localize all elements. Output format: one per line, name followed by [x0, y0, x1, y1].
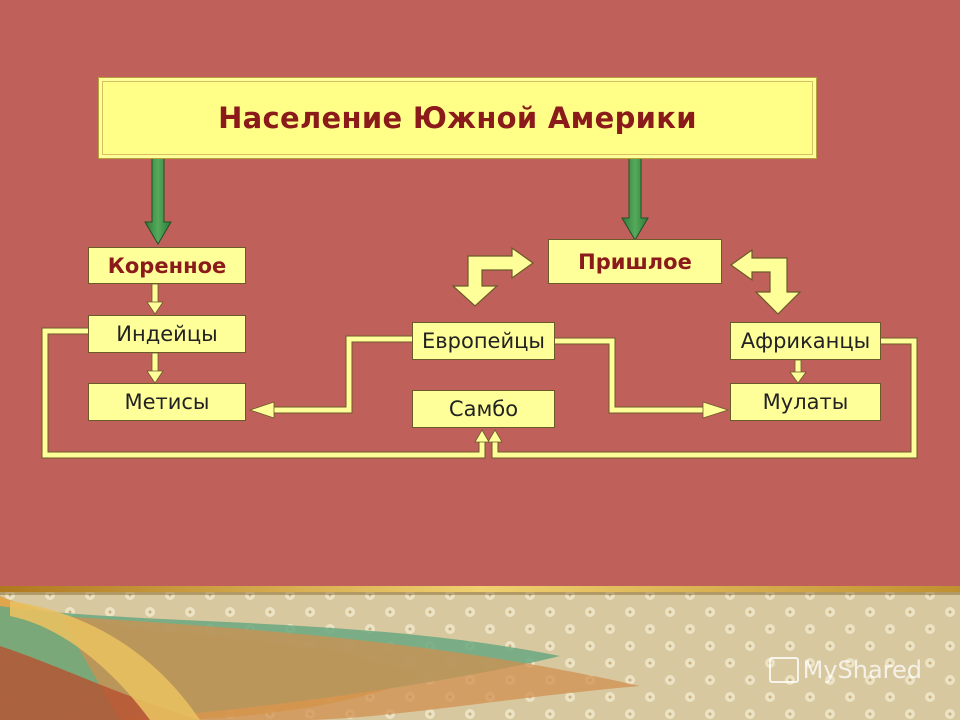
node-sambo-label: Самбо [448, 397, 519, 421]
line-evropeitsy-to-metisy [272, 335, 413, 414]
node-indeitsy-label: Индейцы [116, 322, 218, 346]
arrow-korennoe-to-indeitsy [146, 283, 164, 315]
node-korennoe-label: Коренное [107, 253, 227, 278]
watermark: MyShared [768, 656, 922, 684]
arrow-title-to-prishloe [621, 156, 649, 241]
node-evropeitsy: Европейцы [412, 322, 555, 360]
node-metisy: Метисы [88, 383, 246, 421]
bent-arrow-to-afrikantsy [729, 248, 802, 315]
bent-arrow-to-evropeitsy [451, 246, 535, 307]
node-evropeitsy-label: Европейцы [422, 329, 545, 353]
arrowhead-metisy [248, 401, 275, 419]
title-box: Население Южной Америки [98, 77, 817, 159]
node-mulaty-label: Мулаты [762, 390, 849, 414]
arrow-indeitsy-to-metisy [146, 352, 164, 384]
watermark-text: MyShared [802, 656, 922, 684]
watermark-logo-icon [768, 657, 799, 683]
node-sambo: Самбо [412, 390, 555, 428]
node-afrikantsy: Африканцы [730, 322, 881, 360]
arrowhead-mulaty [702, 401, 730, 419]
node-indeitsy: Индейцы [88, 315, 246, 353]
arrowhead-sambo-left [474, 429, 490, 443]
node-korennoe: Коренное [88, 247, 246, 284]
node-prishloe: Пришлое [548, 239, 722, 284]
node-afrikantsy-label: Африканцы [740, 329, 871, 353]
line-evropeitsy-to-mulaty [555, 337, 705, 414]
arrow-afrikantsy-to-mulaty [789, 359, 807, 384]
arrow-title-to-korennoe [144, 156, 172, 245]
node-prishloe-label: Пришлое [578, 250, 692, 274]
node-mulaty: Мулаты [730, 383, 881, 421]
decorative-banner [0, 586, 960, 720]
node-metisy-label: Метисы [124, 390, 210, 414]
arrowhead-sambo-right [487, 429, 503, 443]
page-title: Население Южной Америки [218, 101, 697, 135]
